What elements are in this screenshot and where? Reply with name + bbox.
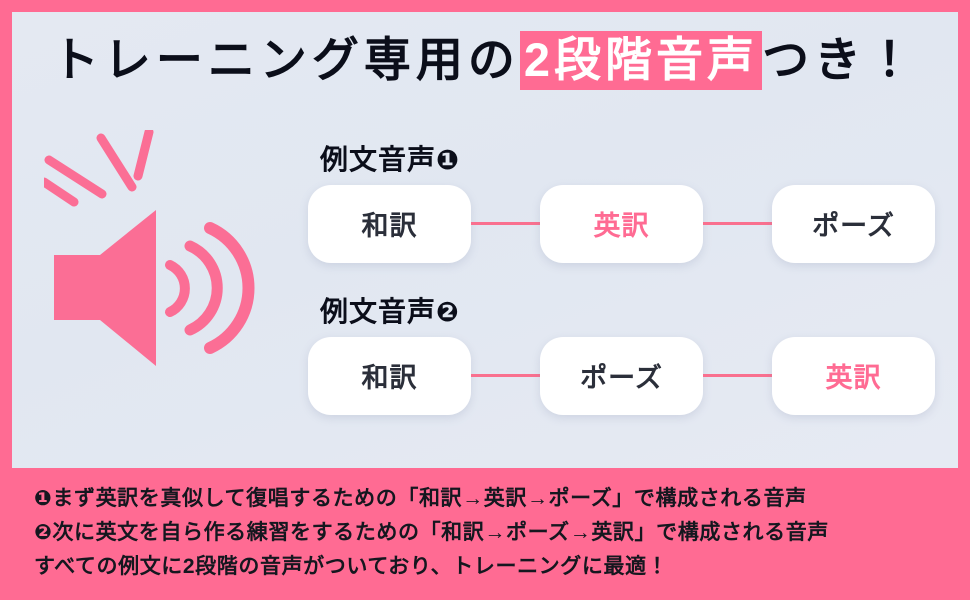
notes-panel: ❶まず英訳を真似して復唱するための「和訳→英訳→ポーズ」で構成される音声 ❷次に… [0,468,970,600]
flow2-step-2[interactable]: ポーズ [540,336,703,415]
audio-flow-2-label: 例文音声❷ [320,296,948,328]
flow2-connector-2 [703,374,772,378]
flow1-step-3[interactable]: ポーズ [772,184,935,263]
audio-flow-2: 例文音声❷ 和訳 ポーズ 英訳 [308,296,948,415]
note-line-2: ❷次に英文を自ら作る練習をするための「和訳→ポーズ→英訳」で構成される音声 [34,521,829,544]
audio-flow-1-chain: 和訳 英訳 ポーズ [308,184,948,263]
flow1-step-2[interactable]: 英訳 [540,184,703,263]
audio-flow-1: 例文音声❶ 和訳 英訳 ポーズ [308,144,948,263]
headline-before: トレーニング専用の [51,33,520,86]
audio-flow-1-label-text: 例文音声 [320,144,437,175]
audio-flow-1-badge: ❶ [436,145,459,175]
sparkle-lines-icon [39,127,154,207]
speaker-with-soundwaves-icon [39,127,294,380]
note-line-1: ❶まず英訳を真似して復唱するための「和訳→英訳→ポーズ」で構成される音声 [34,487,807,510]
flow2-step-1[interactable]: 和訳 [308,336,471,415]
headline-highlight: 2段階音声 [519,31,763,90]
audio-flow-2-badge: ❷ [436,297,459,327]
note-line-3: すべての例文に2段階の音声がついており、トレーニングに最適！ [34,555,669,578]
flow2-step-3[interactable]: 英訳 [772,336,935,415]
soundwave-arcs-icon [165,222,255,354]
flow2-connector-1 [471,374,540,378]
top-panel: トレーニング専用の2段階音声つき！ 例文音声❶ [12,12,958,468]
speaker-cone-icon [54,210,156,366]
audio-flow-2-chain: 和訳 ポーズ 英訳 [308,336,948,415]
flow1-connector-1 [471,222,540,226]
audio-flow-1-label: 例文音声❶ [320,144,948,176]
flow1-connector-2 [703,222,772,226]
page-title: トレーニング専用の2段階音声つき！ [12,28,958,91]
audio-flow-2-label-text: 例文音声 [320,296,437,327]
flow1-step-1[interactable]: 和訳 [308,184,471,263]
headline-after: つき！ [762,33,919,86]
